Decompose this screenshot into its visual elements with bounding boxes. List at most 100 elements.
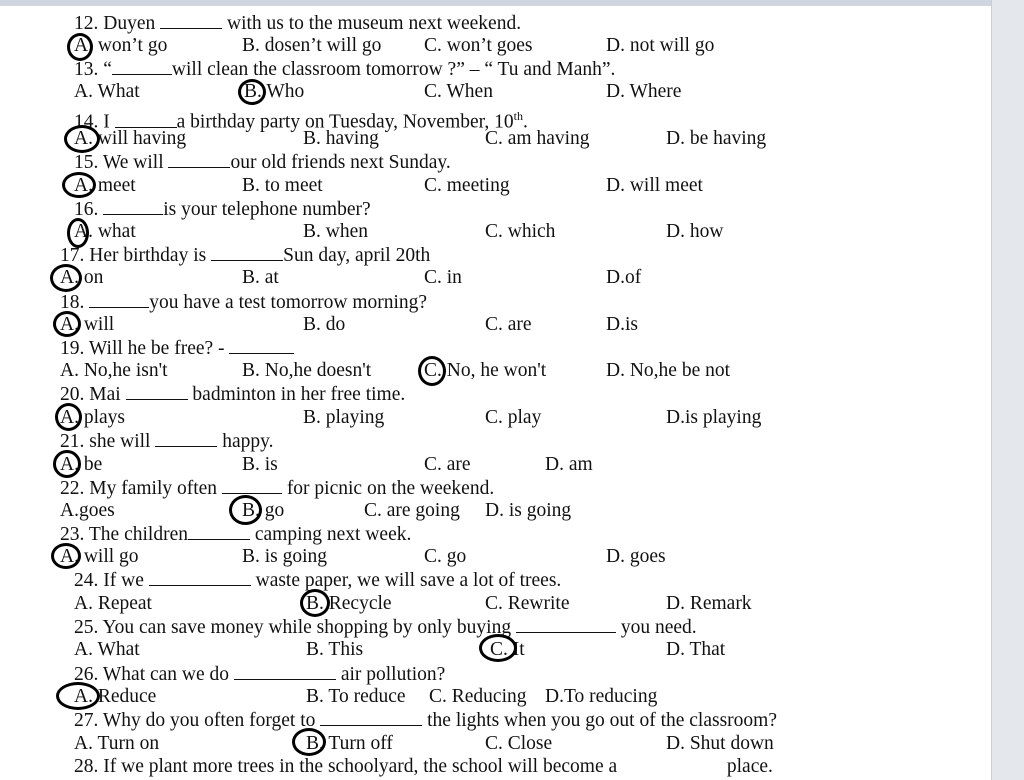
option-b[interactable]: B. This: [306, 639, 364, 660]
option-c[interactable]: C. Rewrite: [485, 593, 570, 614]
document-page[interactable]: 12. Duyen with us to the museum next wee…: [0, 6, 991, 780]
answer-blank: [622, 756, 722, 772]
option-c[interactable]: C. am having: [485, 128, 590, 149]
question-23: 23. The children camping next week.: [60, 523, 411, 545]
option-a[interactable]: A. What: [74, 81, 140, 102]
options-26: A. Reduce B. To reduce C. Reducing D.To …: [0, 686, 991, 708]
question-25: 25. You can save money while shopping by…: [74, 616, 697, 638]
answer-blank: [125, 383, 188, 400]
option-d[interactable]: D.is playing: [666, 407, 762, 428]
option-d[interactable]: D. goes: [606, 546, 666, 567]
option-a[interactable]: A. what: [74, 221, 136, 242]
option-b[interactable]: B. do: [303, 314, 346, 335]
option-b[interactable]: B. at: [242, 267, 279, 288]
option-c[interactable]: C. meeting: [424, 175, 510, 196]
option-d[interactable]: D. am: [545, 454, 593, 475]
option-a[interactable]: A. on: [60, 267, 104, 288]
answer-blank: [155, 430, 218, 447]
option-d[interactable]: D. Where: [606, 81, 682, 102]
answer-blank: [211, 244, 284, 261]
options-20: A. plays B. playing C. play D.is playing: [0, 407, 991, 429]
question-text: place.: [722, 756, 773, 777]
option-d[interactable]: D. is going: [485, 500, 572, 521]
question-text: 12. Duyen: [74, 13, 161, 34]
option-b[interactable]: B. is going: [242, 546, 328, 567]
option-b[interactable]: B. dosen’t will go: [242, 35, 382, 56]
option-a[interactable]: A. No,he isn't: [60, 360, 168, 381]
option-b[interactable]: B. Recycle: [306, 593, 392, 614]
question-28: 28. If we plant more trees in the school…: [74, 756, 773, 778]
option-a[interactable]: A. meet: [74, 175, 136, 196]
question-text: air pollution?: [335, 664, 446, 685]
option-a[interactable]: A. will: [60, 314, 115, 335]
option-a[interactable]: A. will having: [74, 128, 187, 149]
option-a[interactable]: A. What: [74, 639, 140, 660]
option-d[interactable]: D. That: [666, 639, 726, 660]
option-d[interactable]: D. how: [666, 221, 724, 242]
option-b[interactable]: B. to meet: [242, 175, 323, 196]
option-b[interactable]: B. Who: [244, 81, 305, 102]
option-d[interactable]: D. No,he be not: [606, 360, 731, 381]
option-a[interactable]: A. Turn on: [74, 733, 160, 754]
option-d[interactable]: D. Shut down: [666, 733, 774, 754]
option-a[interactable]: A.goes: [60, 500, 115, 521]
option-c[interactable]: C. It: [490, 639, 525, 660]
option-c[interactable]: C. Reducing: [429, 686, 527, 707]
option-c[interactable]: C. in: [424, 267, 462, 288]
option-a[interactable]: A. won’t go: [74, 35, 168, 56]
question-24: 24. If we waste paper, we will save a lo…: [74, 569, 561, 591]
option-d[interactable]: D. not will go: [606, 35, 715, 56]
question-22: 22. My family often for picnic on the we…: [60, 477, 494, 499]
option-c[interactable]: C. No, he won't: [424, 360, 547, 381]
question-text: happy.: [217, 431, 274, 452]
option-c[interactable]: C. are: [485, 314, 532, 335]
question-text: 23. The children: [60, 524, 188, 545]
answer-blank: [111, 58, 172, 75]
option-b[interactable]: B. having: [303, 128, 379, 149]
options-24: A. Repeat B. Recycle C. Rewrite D. Remar…: [0, 593, 991, 615]
option-a[interactable]: A. will go: [60, 546, 139, 567]
option-c[interactable]: C. are going: [364, 500, 460, 521]
options-25: A. What B. This C. It D. That: [0, 639, 991, 661]
question-text: 13. “: [74, 59, 112, 80]
question-text: 20. Mai: [60, 384, 126, 405]
option-b[interactable]: B. playing: [303, 407, 385, 428]
option-b[interactable]: B. No,he doesn't: [242, 360, 372, 381]
option-d[interactable]: D. will meet: [606, 175, 703, 196]
option-c[interactable]: C. which: [485, 221, 556, 242]
option-b[interactable]: B. Turn off: [306, 733, 393, 754]
question-21: 21. she will happy.: [60, 430, 273, 452]
option-d[interactable]: D.of: [606, 267, 642, 288]
option-c[interactable]: C. are: [424, 454, 471, 475]
option-a[interactable]: A. plays: [60, 407, 125, 428]
option-d[interactable]: D. be having: [666, 128, 767, 149]
question-text: the lights when you go out of the classr…: [422, 710, 777, 731]
answer-blank: [103, 198, 164, 215]
option-b[interactable]: B. is: [242, 454, 278, 475]
option-d[interactable]: D. Remark: [666, 593, 752, 614]
option-b[interactable]: B. To reduce: [306, 686, 406, 707]
option-b[interactable]: B. when: [303, 221, 368, 242]
ordinal-suffix: th: [513, 109, 523, 123]
question-text: 24. If we: [74, 570, 149, 591]
option-c[interactable]: C. play: [485, 407, 542, 428]
answer-blank: [233, 663, 336, 680]
option-d[interactable]: D.is: [606, 314, 638, 335]
option-a[interactable]: A. be: [60, 454, 103, 475]
option-c[interactable]: C. Close: [485, 733, 553, 754]
question-text: a birthday party on Tuesday, November, 1…: [176, 111, 514, 133]
question-text: you need.: [615, 617, 697, 638]
question-15: 15. We will our old friends next Sunday.: [74, 151, 451, 173]
option-c[interactable]: C. When: [424, 81, 493, 102]
option-c[interactable]: C. go: [424, 546, 467, 567]
options-16: A. what B. when C. which D. how: [0, 221, 991, 243]
options-14: A. will having B. having C. am having D.…: [0, 128, 991, 150]
question-13: 13. “will clean the classroom tomorrow ?…: [74, 58, 615, 80]
options-21: A. be B. is C. are D. am: [0, 454, 991, 476]
option-c[interactable]: C. won’t goes: [424, 35, 533, 56]
option-b[interactable]: B. go: [242, 500, 285, 521]
option-d[interactable]: D.To reducing: [545, 686, 658, 707]
question-text: is your telephone number?: [163, 199, 371, 220]
option-a[interactable]: A. Repeat: [74, 593, 152, 614]
option-a[interactable]: A. Reduce: [74, 686, 157, 707]
